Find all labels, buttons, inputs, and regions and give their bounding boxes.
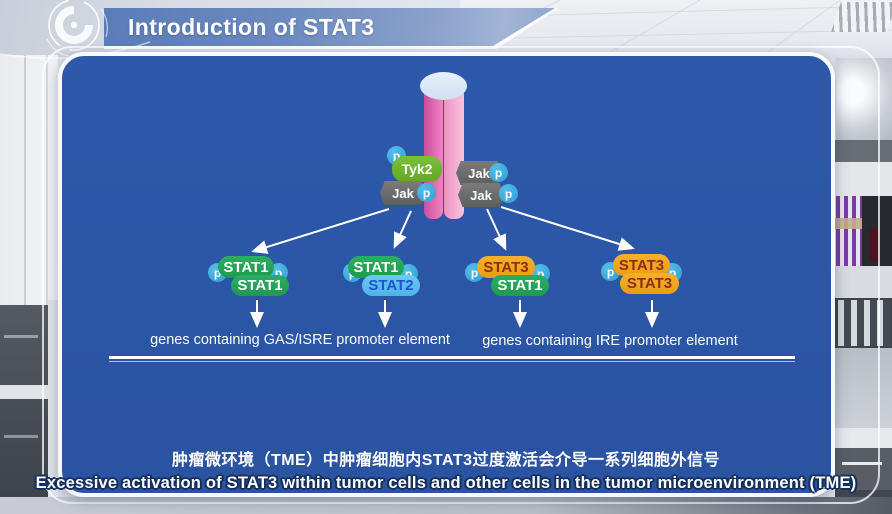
pathway-arrows (250, 206, 659, 328)
lab-floor (0, 497, 892, 514)
counter-top (835, 428, 892, 448)
ceiling-light-fixture (831, 2, 892, 32)
shelf (835, 162, 892, 196)
drawer-handle (842, 462, 882, 465)
receptor-bar-right (444, 86, 464, 219)
shelf (835, 140, 892, 162)
caption-english: Excessive activation of STAT3 within tum… (35, 474, 857, 492)
wall-line (24, 55, 26, 305)
reagent-bottle (869, 228, 879, 262)
phospho-badge: p (489, 163, 508, 182)
flasks (838, 300, 890, 346)
cabinet-handle (4, 435, 38, 438)
stat1-pill: STAT1 (218, 256, 274, 278)
stat1-pill: STAT1 (491, 275, 549, 296)
lab-cabinet-left (0, 305, 48, 505)
logo-icon (46, 0, 109, 57)
tube-rack (834, 218, 864, 229)
purple-test-tubes (836, 196, 862, 266)
cabinet-handle (4, 335, 38, 338)
dna-baseline (109, 356, 795, 362)
stat3-pill: STAT3 (477, 256, 535, 278)
stat3-pill: STAT3 (620, 273, 679, 294)
wall-line (46, 55, 48, 305)
stat2-pill: STAT2 (362, 275, 420, 296)
shelf (835, 266, 892, 298)
gene-label-gas-isre: genes containing GAS/ISRE promoter eleme… (150, 332, 450, 348)
titlebar: Introduction of STAT3 (104, 8, 555, 46)
stat1-pill: STAT1 (348, 256, 404, 278)
page-title: Introduction of STAT3 (128, 13, 375, 40)
cabinet-trim (0, 385, 48, 399)
caption-chinese: 肿瘤微环境（TME）中肿瘤细胞内STAT3过度激活会介导一系列细胞外信号 (171, 452, 721, 469)
stat1-pill: STAT1 (231, 275, 289, 296)
jak-kinase: Jak (458, 183, 504, 207)
slide-panel: p Tyk2 Jak p Jak p Jak p p p STAT1 STAT1… (58, 52, 835, 497)
tyk2-kinase: Tyk2 (392, 156, 442, 182)
stat3-pill: STAT3 (613, 254, 670, 276)
cabinet-side (48, 300, 58, 505)
gene-label-ire: genes containing IRE promoter element (482, 333, 738, 349)
phospho-badge: p (499, 184, 518, 203)
lab-counter (835, 348, 892, 428)
phospho-badge: p (417, 183, 436, 202)
receptor-cap (420, 72, 467, 100)
